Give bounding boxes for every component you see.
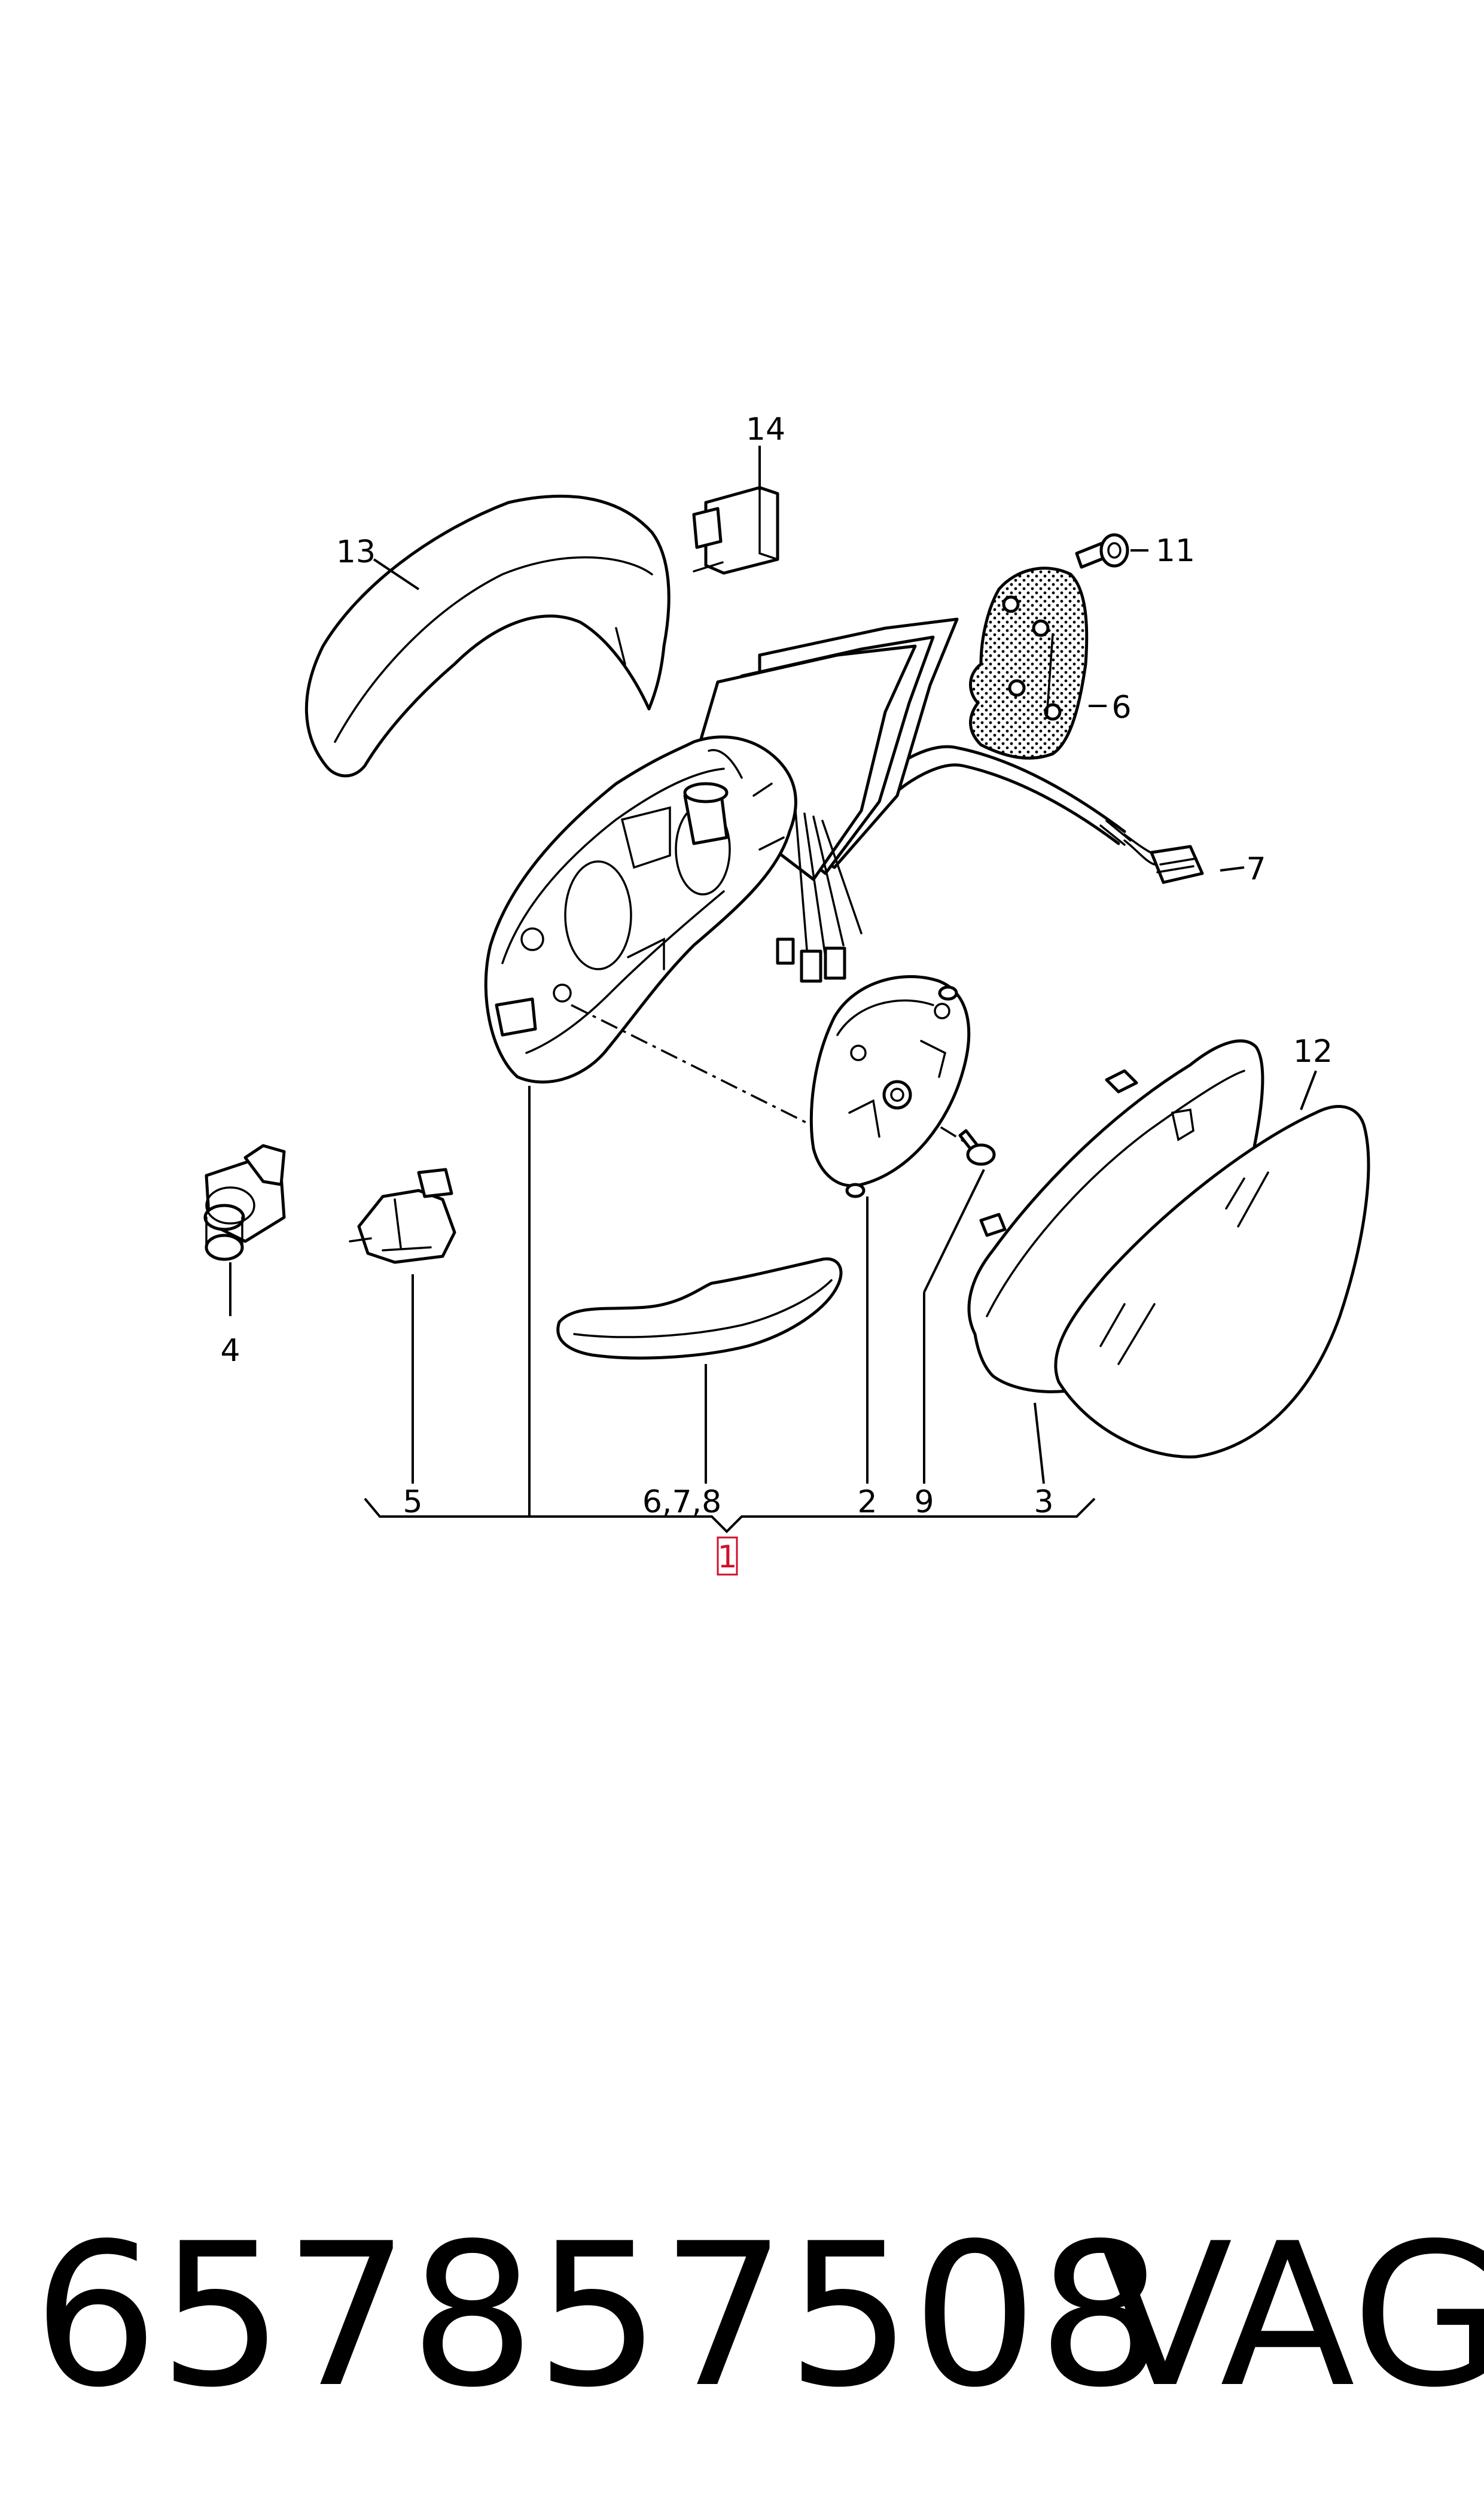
small-screw-part (958, 1129, 996, 1166)
brand-name: VAG (1098, 2201, 1484, 2431)
heating-plate-part (969, 567, 1089, 760)
callout-6: 6 (1111, 690, 1131, 726)
callout-4: 4 (220, 1333, 240, 1369)
leader-lines (229, 446, 1317, 1533)
lamp-socket-part (203, 1144, 286, 1261)
callout-5: 5 (403, 1484, 422, 1520)
callout-12: 12 (1293, 1034, 1333, 1070)
callout-3: 3 (1034, 1484, 1053, 1520)
mirror-housing-part (484, 735, 863, 1084)
screw-part (1075, 533, 1129, 569)
part-number: 657857508 (33, 2201, 1163, 2431)
callout-1: 1 (717, 1539, 737, 1575)
clip-part (692, 486, 779, 575)
callout-13: 13 (336, 534, 376, 570)
callout-7: 7 (1246, 851, 1266, 887)
footer: 657857508 VAG (33, 2201, 1484, 2431)
callout-1-box (717, 1536, 738, 1576)
turn-signal-part (556, 1257, 843, 1360)
callout-labels: 14 13 11 6 7 12 4 5 6,7,8 2 9 3 1 (220, 412, 1333, 1576)
callout-9: 9 (914, 1484, 934, 1520)
wiring-harness-part (871, 745, 1204, 884)
callout-6-7-8: 6,7,8 (642, 1484, 721, 1520)
callout-2: 2 (857, 1484, 877, 1520)
callout-11: 11 (1156, 533, 1195, 569)
callout-14: 14 (746, 412, 785, 447)
puddle-light-part (349, 1168, 456, 1264)
mirror-glass-part (1054, 1105, 1370, 1459)
mirror-cap-part (304, 494, 671, 778)
adjustment-motor-part (809, 975, 971, 1198)
